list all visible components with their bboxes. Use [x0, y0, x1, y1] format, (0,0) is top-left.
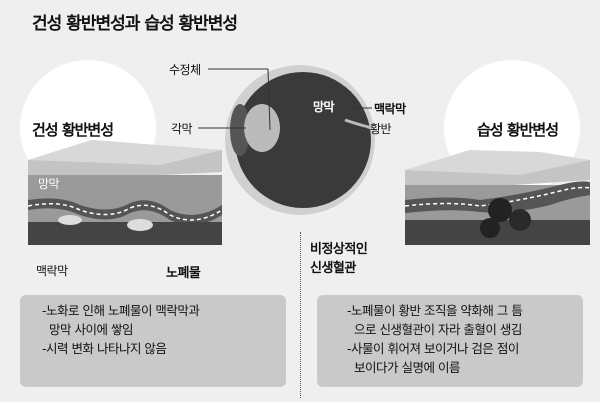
- leader-lines: [198, 68, 372, 131]
- label-macula: 황반: [370, 122, 392, 136]
- label-retina: 망막: [313, 100, 335, 114]
- wet-notes-box: -노폐물이 황반 조직을 약화해 그 틈 으로 신생혈관이 자라 출혈이 생김 …: [317, 295, 583, 387]
- dry-note: -시력 변화 나타나지 않음: [42, 341, 167, 356]
- divider: [300, 232, 301, 398]
- wet-label-vessels-line1: 비정상적인: [310, 242, 368, 257]
- dry-note: -노화로 인해 노폐물이 맥락막과: [42, 303, 200, 318]
- wet-label-vessels-line2: 신생혈관: [310, 261, 356, 276]
- page-title: 건성 황반변성과 습성 황반변성: [32, 14, 238, 34]
- dry-label-drusen: 노폐물: [166, 266, 201, 281]
- wet-note: 으로 신생혈관이 자라 출혈이 생김: [354, 322, 522, 337]
- wet-note: -사물이 휘어져 보이거나 검은 점이: [347, 341, 519, 356]
- dry-tissue-block: [27, 140, 223, 245]
- dry-heading: 건성 황반변성: [32, 121, 114, 139]
- dry-label-choroid: 맥락막: [36, 264, 68, 278]
- label-cornea: 각막: [171, 122, 193, 136]
- wet-heading: 습성 황반변성: [477, 121, 559, 139]
- wet-label-vessels: 비정상적인 신생혈관: [310, 240, 368, 278]
- wet-tissue-block: [404, 150, 591, 245]
- wet-note: -노폐물이 황반 조직을 약화해 그 틈: [347, 303, 523, 318]
- wet-note: 보이다가 실명에 이름: [354, 360, 460, 375]
- dry-note: 망막 사이에 쌓임: [49, 322, 133, 337]
- label-aqueous: 수정체: [169, 63, 201, 77]
- dry-notes-box: -노화로 인해 노폐물이 맥락막과 망막 사이에 쌓임 -시력 변화 나타나지 …: [20, 295, 286, 387]
- dry-label-retina: 망막: [38, 177, 60, 191]
- eye-cross-section: [225, 65, 375, 215]
- label-choroid: 맥락막: [374, 102, 406, 116]
